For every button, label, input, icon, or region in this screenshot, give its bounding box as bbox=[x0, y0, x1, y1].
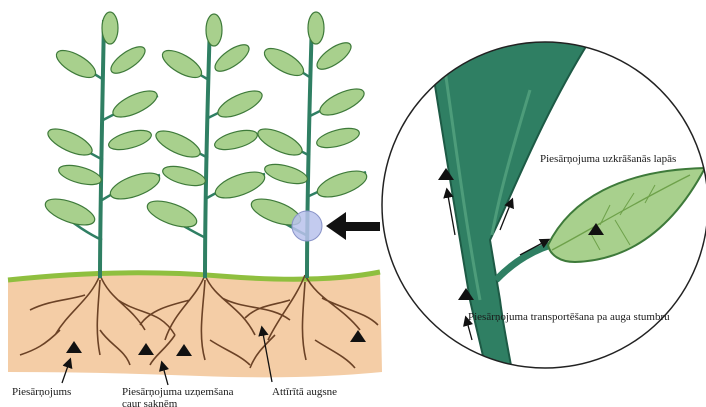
label-accumulation: Piesārņojuma uzkrāšanās lapās bbox=[540, 153, 676, 165]
zoom-source-highlight bbox=[292, 211, 322, 241]
label-pollution: Piesārņojums bbox=[12, 386, 71, 398]
soil bbox=[8, 272, 382, 377]
plant-2 bbox=[144, 14, 268, 278]
zoom-inset bbox=[382, 40, 706, 407]
label-cleaned-soil: Attīrītā augsne bbox=[272, 386, 337, 398]
label-transport: Piesārņojuma transportēšana pa auga stum… bbox=[468, 311, 673, 323]
plant-1 bbox=[42, 12, 163, 278]
label-uptake: Piesārņojuma uzņemšana caur saknēm bbox=[122, 386, 242, 407]
zoom-arrow-icon bbox=[326, 212, 380, 240]
